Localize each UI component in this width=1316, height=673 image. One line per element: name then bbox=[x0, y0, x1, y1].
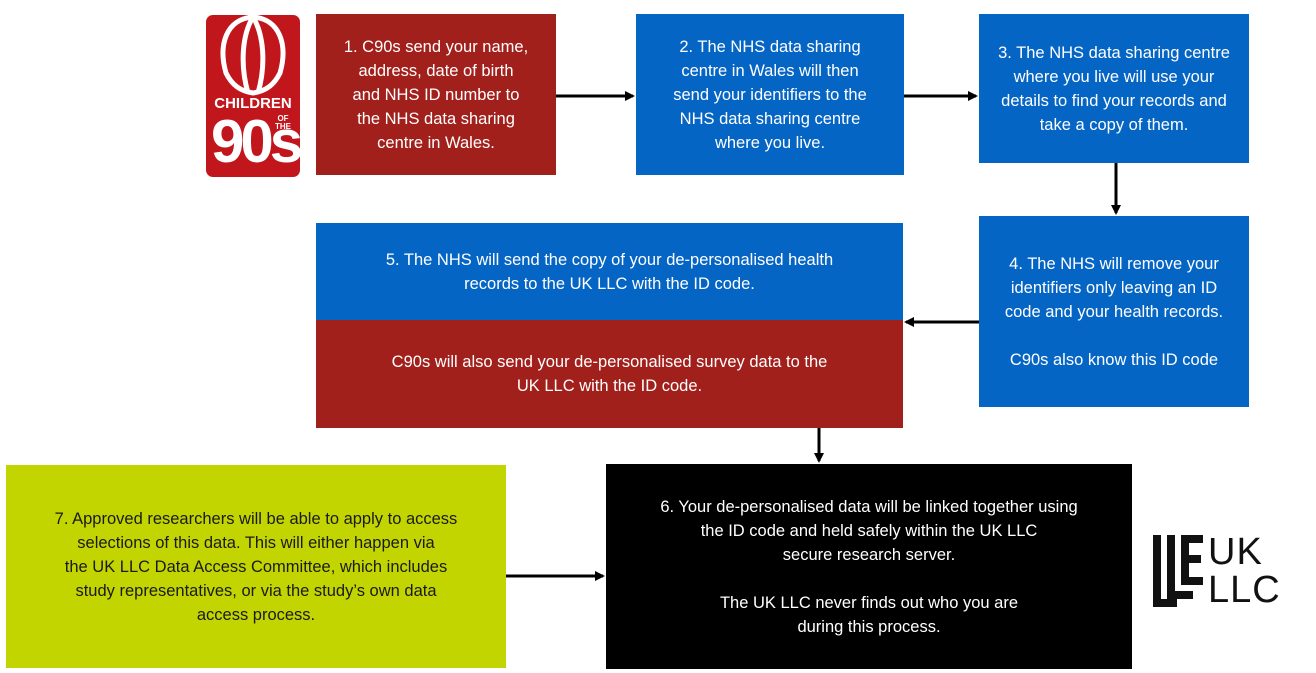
logo-90s-text: 90s bbox=[211, 108, 300, 175]
step-7-box: 7. Approved researchers will be able to … bbox=[6, 465, 506, 668]
step-3-box: 3. The NHS data sharing centre where you… bbox=[979, 14, 1249, 163]
uk-llc-llc-text: LLC bbox=[1208, 569, 1281, 611]
children-of-the-90s-logo: CHILDREN 90s OF THE bbox=[206, 15, 300, 177]
logo-of-the-text: OF THE bbox=[275, 114, 291, 131]
step-1-text: 1. C90s send your name, address, date of… bbox=[343, 37, 529, 152]
step-6-box: 6. Your de-personalised data will be lin… bbox=[606, 464, 1132, 669]
step-6-text: 6. Your de-personalised data will be lin… bbox=[660, 497, 1078, 636]
step-5-c90s-text: C90s will also send your de-personalised… bbox=[391, 353, 828, 395]
logo-children-text: CHILDREN bbox=[214, 95, 292, 112]
step-3-text: 3. The NHS data sharing centre where you… bbox=[998, 43, 1230, 134]
step-7-text: 7. Approved researchers will be able to … bbox=[54, 509, 458, 624]
step-5-nhs-box: 5. The NHS will send the copy of your de… bbox=[316, 223, 903, 320]
step-5-nhs-text: 5. The NHS will send the copy of your de… bbox=[385, 250, 834, 293]
step-2-text: 2. The NHS data sharing centre in Wales … bbox=[673, 37, 867, 152]
uk-llc-uk-text: UK bbox=[1208, 531, 1263, 573]
step-4-text: 4. The NHS will remove your identifiers … bbox=[1004, 254, 1224, 369]
step-2-box: 2. The NHS data sharing centre in Wales … bbox=[636, 14, 904, 175]
step-4-box: 4. The NHS will remove your identifiers … bbox=[979, 216, 1249, 407]
uk-llc-mark-icon bbox=[1153, 535, 1203, 607]
balloon-icon bbox=[220, 15, 286, 96]
uk-llc-logo: UK LLC bbox=[1151, 533, 1311, 613]
step-1-box: 1. C90s send your name, address, date of… bbox=[316, 14, 556, 175]
step-5-c90s-box: C90s will also send your de-personalised… bbox=[316, 320, 903, 428]
